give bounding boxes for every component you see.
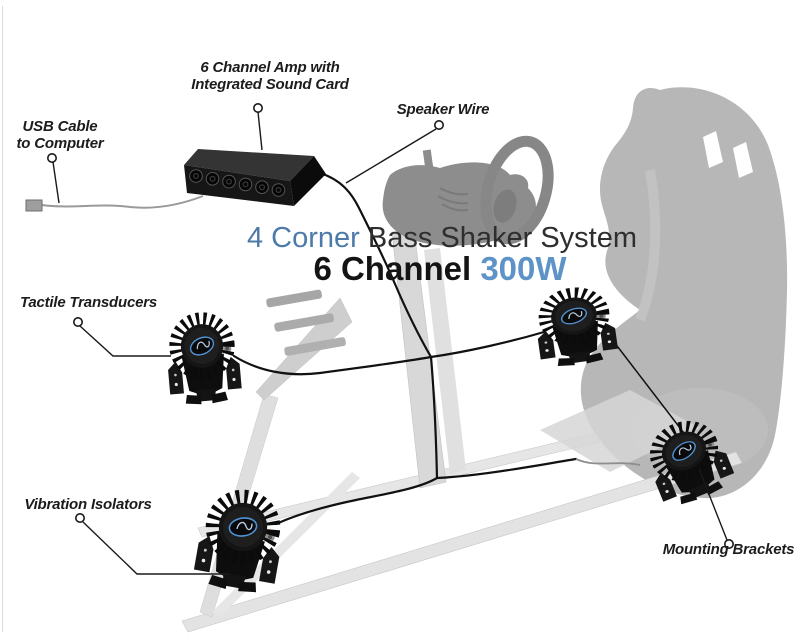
- frame-rail-front: [181, 451, 743, 633]
- label-amp: 6 Channel Amp with Integrated Sound Card: [186, 59, 354, 93]
- label-tactile-transducers: Tactile Transducers: [19, 294, 158, 311]
- amp-knob-ring: [259, 184, 266, 191]
- leader-dot: [723, 538, 734, 549]
- leader-line-mounting: [698, 468, 728, 541]
- speaker-wire-base-right: [435, 457, 578, 480]
- steering-wheel-hub: [493, 189, 517, 223]
- tactile-transducer-rear-left: [192, 490, 289, 597]
- image-edge-line: [2, 6, 3, 632]
- pedal-slat: [274, 313, 334, 332]
- amp-knob: [205, 172, 220, 186]
- wheel-base-vents: [437, 187, 469, 212]
- amp-top-face: [184, 149, 314, 181]
- leader-dot: [253, 103, 264, 114]
- title-line1: 4 Corner Bass Shaker System: [142, 222, 742, 255]
- amp-knob-ring: [226, 178, 233, 185]
- speaker-wire-amp-run: [318, 171, 433, 359]
- label-vibration-isolators: Vibration Isolators: [24, 496, 152, 513]
- speaker-wire-down-run: [429, 355, 439, 480]
- amp-knob-ring: [209, 175, 216, 182]
- seat-base-platform: [540, 390, 700, 472]
- leader-lines: [52, 111, 728, 575]
- leader-dot: [433, 120, 444, 131]
- label-amp-line1: 6 Channel Amp with: [200, 59, 340, 76]
- label-amp-line2: Integrated Sound Card: [191, 75, 349, 93]
- leader-dot: [46, 153, 57, 164]
- amp-knob: [222, 174, 236, 189]
- amp-right-face: [290, 156, 326, 206]
- title-system-text: Bass Shaker System: [359, 222, 638, 254]
- title-channel-text: 6 Channel: [313, 250, 472, 287]
- label-usb-line2: to Computer: [16, 134, 104, 152]
- speaker-wire-left-transducer: [232, 354, 433, 376]
- title-watts-accent: 300W: [471, 250, 567, 287]
- amp-knob: [238, 177, 253, 192]
- amp-knob: [255, 180, 269, 194]
- amp-knob-ring: [275, 187, 282, 194]
- usb-cable: [41, 195, 204, 209]
- frame-column-center-2: [424, 248, 466, 474]
- transducer-pigtail-gray: [575, 458, 641, 466]
- leader-dot: [75, 512, 86, 523]
- seat-back-highlight: [635, 169, 661, 322]
- pedal-slat: [284, 337, 346, 356]
- leader-line-vibration: [82, 521, 230, 575]
- pedal-slat: [266, 289, 322, 308]
- leader-line-amp: [257, 111, 263, 151]
- amp-unit: [184, 149, 326, 206]
- title-line2: 6 Channel 300W: [140, 250, 740, 288]
- seat-belt-hole: [703, 131, 723, 168]
- label-usb-cable: USB Cable to Computer: [8, 118, 112, 152]
- amp-knobs: [189, 169, 286, 197]
- usb-connector: [25, 199, 43, 212]
- wheel-base-stub: [422, 149, 434, 169]
- label-speaker-wire: Speaker Wire: [396, 101, 490, 118]
- label-mounting-brackets: Mounting Brackets: [662, 541, 795, 558]
- tactile-transducer-front-left: [164, 315, 243, 406]
- leader-line-tactile: [79, 325, 171, 357]
- seat-belt-hole: [733, 142, 753, 178]
- amp-knob: [189, 169, 203, 183]
- steering-wheel: [480, 135, 554, 245]
- leader-dots: [46, 103, 734, 549]
- amp-knob-ring: [193, 173, 200, 180]
- speaker-wire-base-left: [274, 476, 439, 526]
- leader-line-speaker-wire: [345, 128, 437, 184]
- label-usb-line1: USB Cable: [22, 118, 98, 135]
- leader-line-usb: [52, 161, 60, 204]
- amp-knob-ring: [242, 181, 249, 188]
- amp-knob: [271, 183, 286, 197]
- leader-dot: [73, 316, 84, 327]
- title-corner-accent: 4 Corner: [246, 222, 360, 254]
- speaker-wire-right-transducer: [429, 330, 546, 359]
